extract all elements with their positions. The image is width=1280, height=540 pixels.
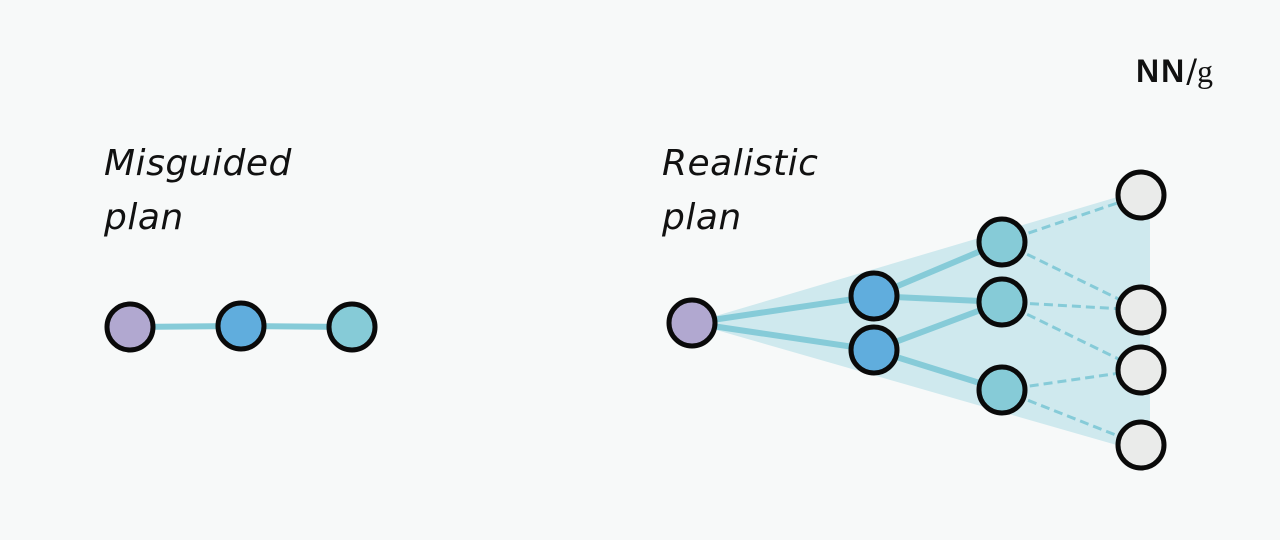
realistic-edge-r2a-r3b (1001, 240, 1142, 312)
misguided-node-start-m1 (104, 301, 156, 353)
realistic-node-unknown-r3b (1115, 284, 1167, 336)
nodes (104, 169, 1167, 471)
logo-slash: / (1186, 52, 1197, 90)
misguided-plan-label: Misguided plan (104, 143, 292, 238)
realistic-node-step-r1a (848, 270, 900, 322)
realistic-node-branch-r2a (976, 216, 1028, 268)
realistic-node-unknown-r3a (1115, 169, 1167, 221)
misguided-node-branch-m3 (326, 301, 378, 353)
realistic-plan-label: Realistic plan (662, 143, 819, 238)
logo-nn: NN (1136, 53, 1187, 89)
realistic-edge-r2b-r3c (1001, 300, 1142, 372)
logo-g: g (1197, 53, 1213, 89)
realistic-node-start-r0 (666, 297, 718, 349)
realistic-edge-r0-r1a (691, 293, 875, 326)
realistic-node-branch-r2b (976, 276, 1028, 328)
realistic-node-step-r1b (848, 324, 900, 376)
realistic-edge-r0-r1b (691, 320, 875, 353)
nng-logo: NN/g (1136, 52, 1213, 90)
realistic-edge-r2a-r3a (1001, 193, 1142, 244)
realistic-node-branch-r2c (976, 364, 1028, 416)
realistic-node-unknown-r3c (1115, 344, 1167, 396)
realistic-edge-r2c-r3d (1001, 388, 1142, 447)
realistic-node-unknown-r3d (1115, 419, 1167, 471)
misguided-node-step-m2 (215, 300, 267, 352)
